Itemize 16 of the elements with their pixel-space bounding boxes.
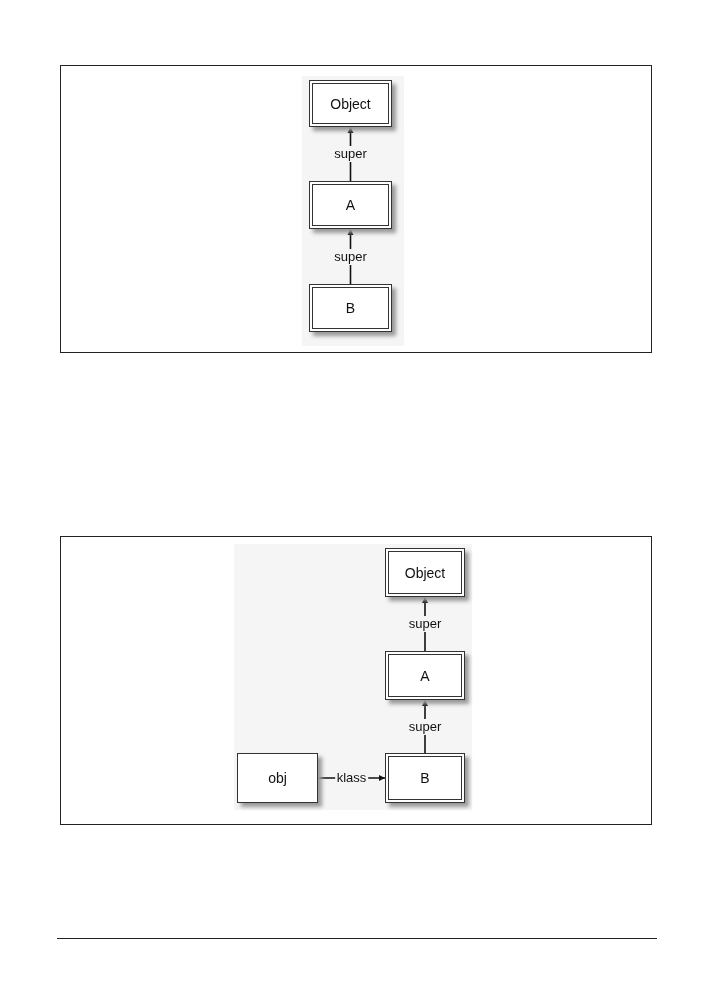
- node-label: Object: [404, 564, 446, 581]
- class-box: [385, 548, 465, 597]
- class-box: [309, 80, 392, 127]
- node-label: obj: [268, 770, 287, 786]
- class-box: [385, 753, 465, 803]
- node-label: A: [345, 197, 356, 213]
- class-box: [309, 284, 392, 332]
- class-box: [237, 753, 318, 803]
- node-label: B: [345, 300, 356, 316]
- node-label: A: [420, 667, 430, 684]
- class-box: [385, 651, 465, 700]
- node-label: B: [420, 770, 430, 786]
- node-label: Object: [330, 95, 371, 112]
- edge-label: super: [406, 616, 444, 632]
- edge-label: super: [332, 146, 369, 162]
- class-box: [309, 181, 392, 229]
